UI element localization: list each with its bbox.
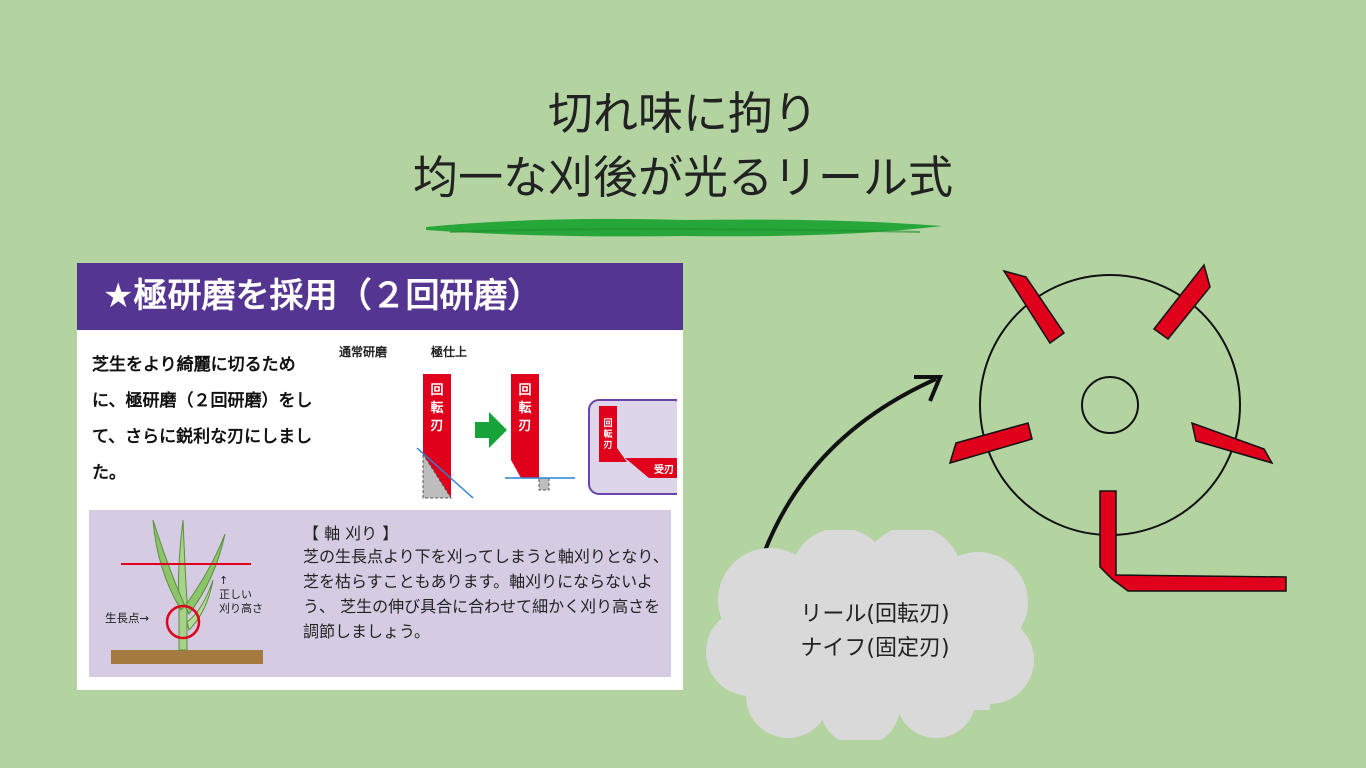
reel-diagram xyxy=(948,263,1287,592)
callout-cloud xyxy=(706,530,1034,740)
panel-heading: ★極研磨を採用（２回研磨） xyxy=(77,263,683,330)
scalping-title: 【 軸 刈り 】 xyxy=(303,524,399,543)
title-line-2: 均一な刈後が光るリール式 xyxy=(412,151,953,204)
green-arrow-icon xyxy=(475,412,507,448)
inset-rotary-3: 刃 xyxy=(603,440,612,451)
panel-intro: 芝生をより綺麗に切るために、極研磨（２回研磨）をして、さらに鋭利な刃にしました。 xyxy=(92,355,313,483)
page-title: 切れ味に拘り 均一な刈後が光るリール式 xyxy=(0,82,1366,210)
blade-normal-label-2: 転 xyxy=(430,400,443,416)
blade-normal: 回 転 刃 xyxy=(416,374,474,499)
inset-rotary-1: 回 xyxy=(603,418,612,429)
sharpening-diagram: 回 転 刃 回 転 刃 回 転 刃 受刃 xyxy=(416,374,677,499)
reel-hub xyxy=(1081,376,1139,434)
curved-arrow-icon xyxy=(762,375,943,554)
reel-blades xyxy=(948,263,1287,592)
reel-blade xyxy=(948,422,1033,465)
callout-text: リール(回転刃) ナイフ(固定刃) xyxy=(700,598,1050,666)
label-normal-sharpening: 通常研磨 xyxy=(339,345,388,359)
scalping-box: 生長点→ ↑ 正しい 刈り高さ 【 軸 刈り 】 芝の生長点より下を刈ってしまう… xyxy=(89,510,671,677)
blade-normal-label-3: 刃 xyxy=(430,419,443,434)
title-line-1: 切れ味に拘り xyxy=(547,87,818,140)
reel-blade xyxy=(1002,269,1066,345)
scalping-text: 芝の生長点より下を刈ってしまうと軸刈りとなり、 芝を枯らすこともあります。軸刈り… xyxy=(303,547,669,641)
blade-fine: 回 転 刃 xyxy=(505,374,575,491)
label-fine-finish: 極仕上 xyxy=(431,345,468,359)
sharpening-panel: ★極研磨を採用（２回研磨） 芝生をより綺麗に切るために、極研磨（２回研磨）をして… xyxy=(77,263,683,690)
reel-blade xyxy=(1190,421,1274,465)
blade-fine-label-3: 刃 xyxy=(518,419,531,434)
reel-blade xyxy=(1152,263,1211,341)
blade-normal-label-1: 回 xyxy=(430,383,443,398)
callout-line-2: ナイフ(固定刃) xyxy=(800,636,950,661)
inset-zoom: 回 転 刃 受刃 xyxy=(588,399,677,495)
grass-diagram xyxy=(111,519,263,664)
blade-fine-label-1: 回 xyxy=(518,383,531,398)
soil xyxy=(111,650,263,664)
fixed-knife xyxy=(1099,490,1287,592)
inset-rotary-2: 転 xyxy=(603,428,612,440)
title-underline xyxy=(426,218,942,237)
label-correct-height: ↑ 正しい 刈り高さ xyxy=(219,574,263,615)
blade-fine-label-2: 転 xyxy=(518,400,531,416)
inset-receiver-label: 受刃 xyxy=(654,463,674,476)
growth-point-marker xyxy=(165,604,201,640)
callout-line-1: リール(回転刃) xyxy=(800,602,950,627)
label-growth-point: 生長点→ xyxy=(105,611,150,625)
